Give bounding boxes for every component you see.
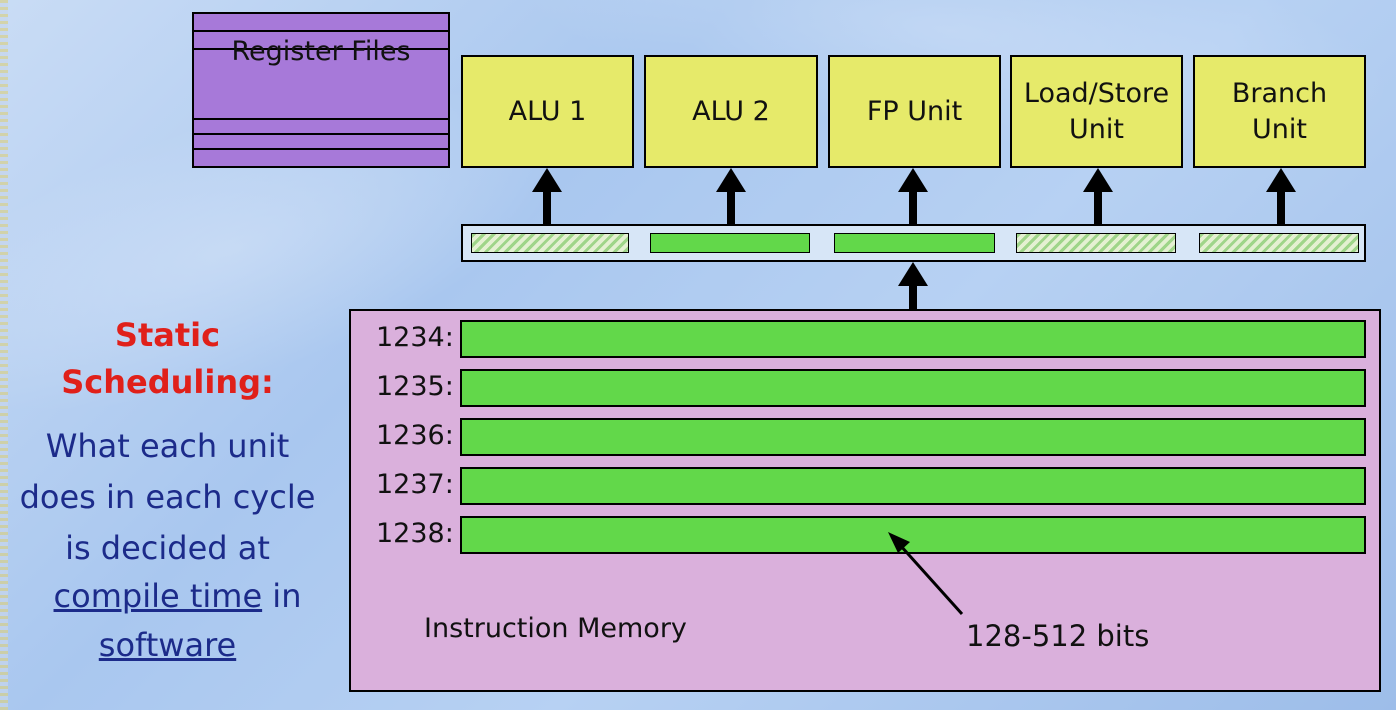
unit-alu-1: ALU 1 [461, 55, 634, 168]
compile-time-link[interactable]: compile time [53, 577, 263, 615]
arrow-up-icon [898, 262, 928, 286]
instruction-row [460, 369, 1366, 407]
slot-alu-2 [650, 233, 810, 253]
side-text-line3: is decided at [65, 529, 270, 567]
side-text-line5: software [0, 620, 335, 671]
bits-annotation: 128-512 bits [966, 619, 1150, 653]
side-text-line2: does in each cycle [19, 478, 316, 516]
side-text-line1: What each unit [45, 427, 290, 465]
unit-label-line2: Unit [1069, 113, 1124, 145]
side-title-line1: Static [114, 316, 221, 354]
slot-fp-unit [834, 233, 995, 253]
row-address: 1234: [376, 322, 454, 353]
instruction-row [460, 467, 1366, 505]
row-address: 1235: [376, 371, 454, 402]
slot-load-store [1016, 233, 1176, 253]
arrow-shaft [909, 284, 917, 322]
register-files: Register Files [192, 12, 450, 168]
arrow-shaft [1094, 190, 1102, 234]
row-address: 1237: [376, 469, 454, 500]
instruction-row [460, 320, 1366, 358]
side-title-line2: Scheduling: [61, 363, 274, 401]
unit-load-store: Load/Store Unit [1010, 55, 1183, 168]
unit-label-line1: Load/Store [1023, 77, 1170, 109]
arrow-shaft [1277, 190, 1285, 234]
arrow-shaft [909, 190, 917, 234]
software-link[interactable]: software [98, 626, 237, 664]
instruction-memory-label: Instruction Memory [424, 613, 687, 644]
side-text-line4-rest: in [262, 577, 302, 615]
arrow-up-icon [532, 168, 562, 192]
register-files-label: Register Files [231, 36, 411, 67]
row-address: 1236: [376, 420, 454, 451]
arrow-up-icon [1266, 168, 1296, 192]
instruction-row [460, 516, 1366, 554]
slide-edge-strip [0, 0, 8, 710]
unit-label: ALU 2 [692, 95, 770, 127]
unit-branch: Branch Unit [1193, 55, 1366, 168]
arrow-up-icon [898, 168, 928, 192]
arrow-shaft [727, 190, 735, 234]
arrow-up-icon [716, 168, 746, 192]
unit-alu-2: ALU 2 [644, 55, 818, 168]
unit-label-line1: Branch [1231, 77, 1328, 109]
slot-branch [1199, 233, 1359, 253]
row-address: 1238: [376, 518, 454, 549]
arrow-shaft [543, 190, 551, 234]
unit-label: FP Unit [866, 95, 963, 127]
side-text-line4: compile time in [10, 571, 345, 622]
arrow-up-icon [1083, 168, 1113, 192]
slot-alu-1 [471, 233, 629, 253]
unit-label: ALU 1 [508, 95, 587, 127]
instruction-row [460, 418, 1366, 456]
unit-fp: FP Unit [828, 55, 1001, 168]
unit-label-line2: Unit [1252, 113, 1307, 145]
